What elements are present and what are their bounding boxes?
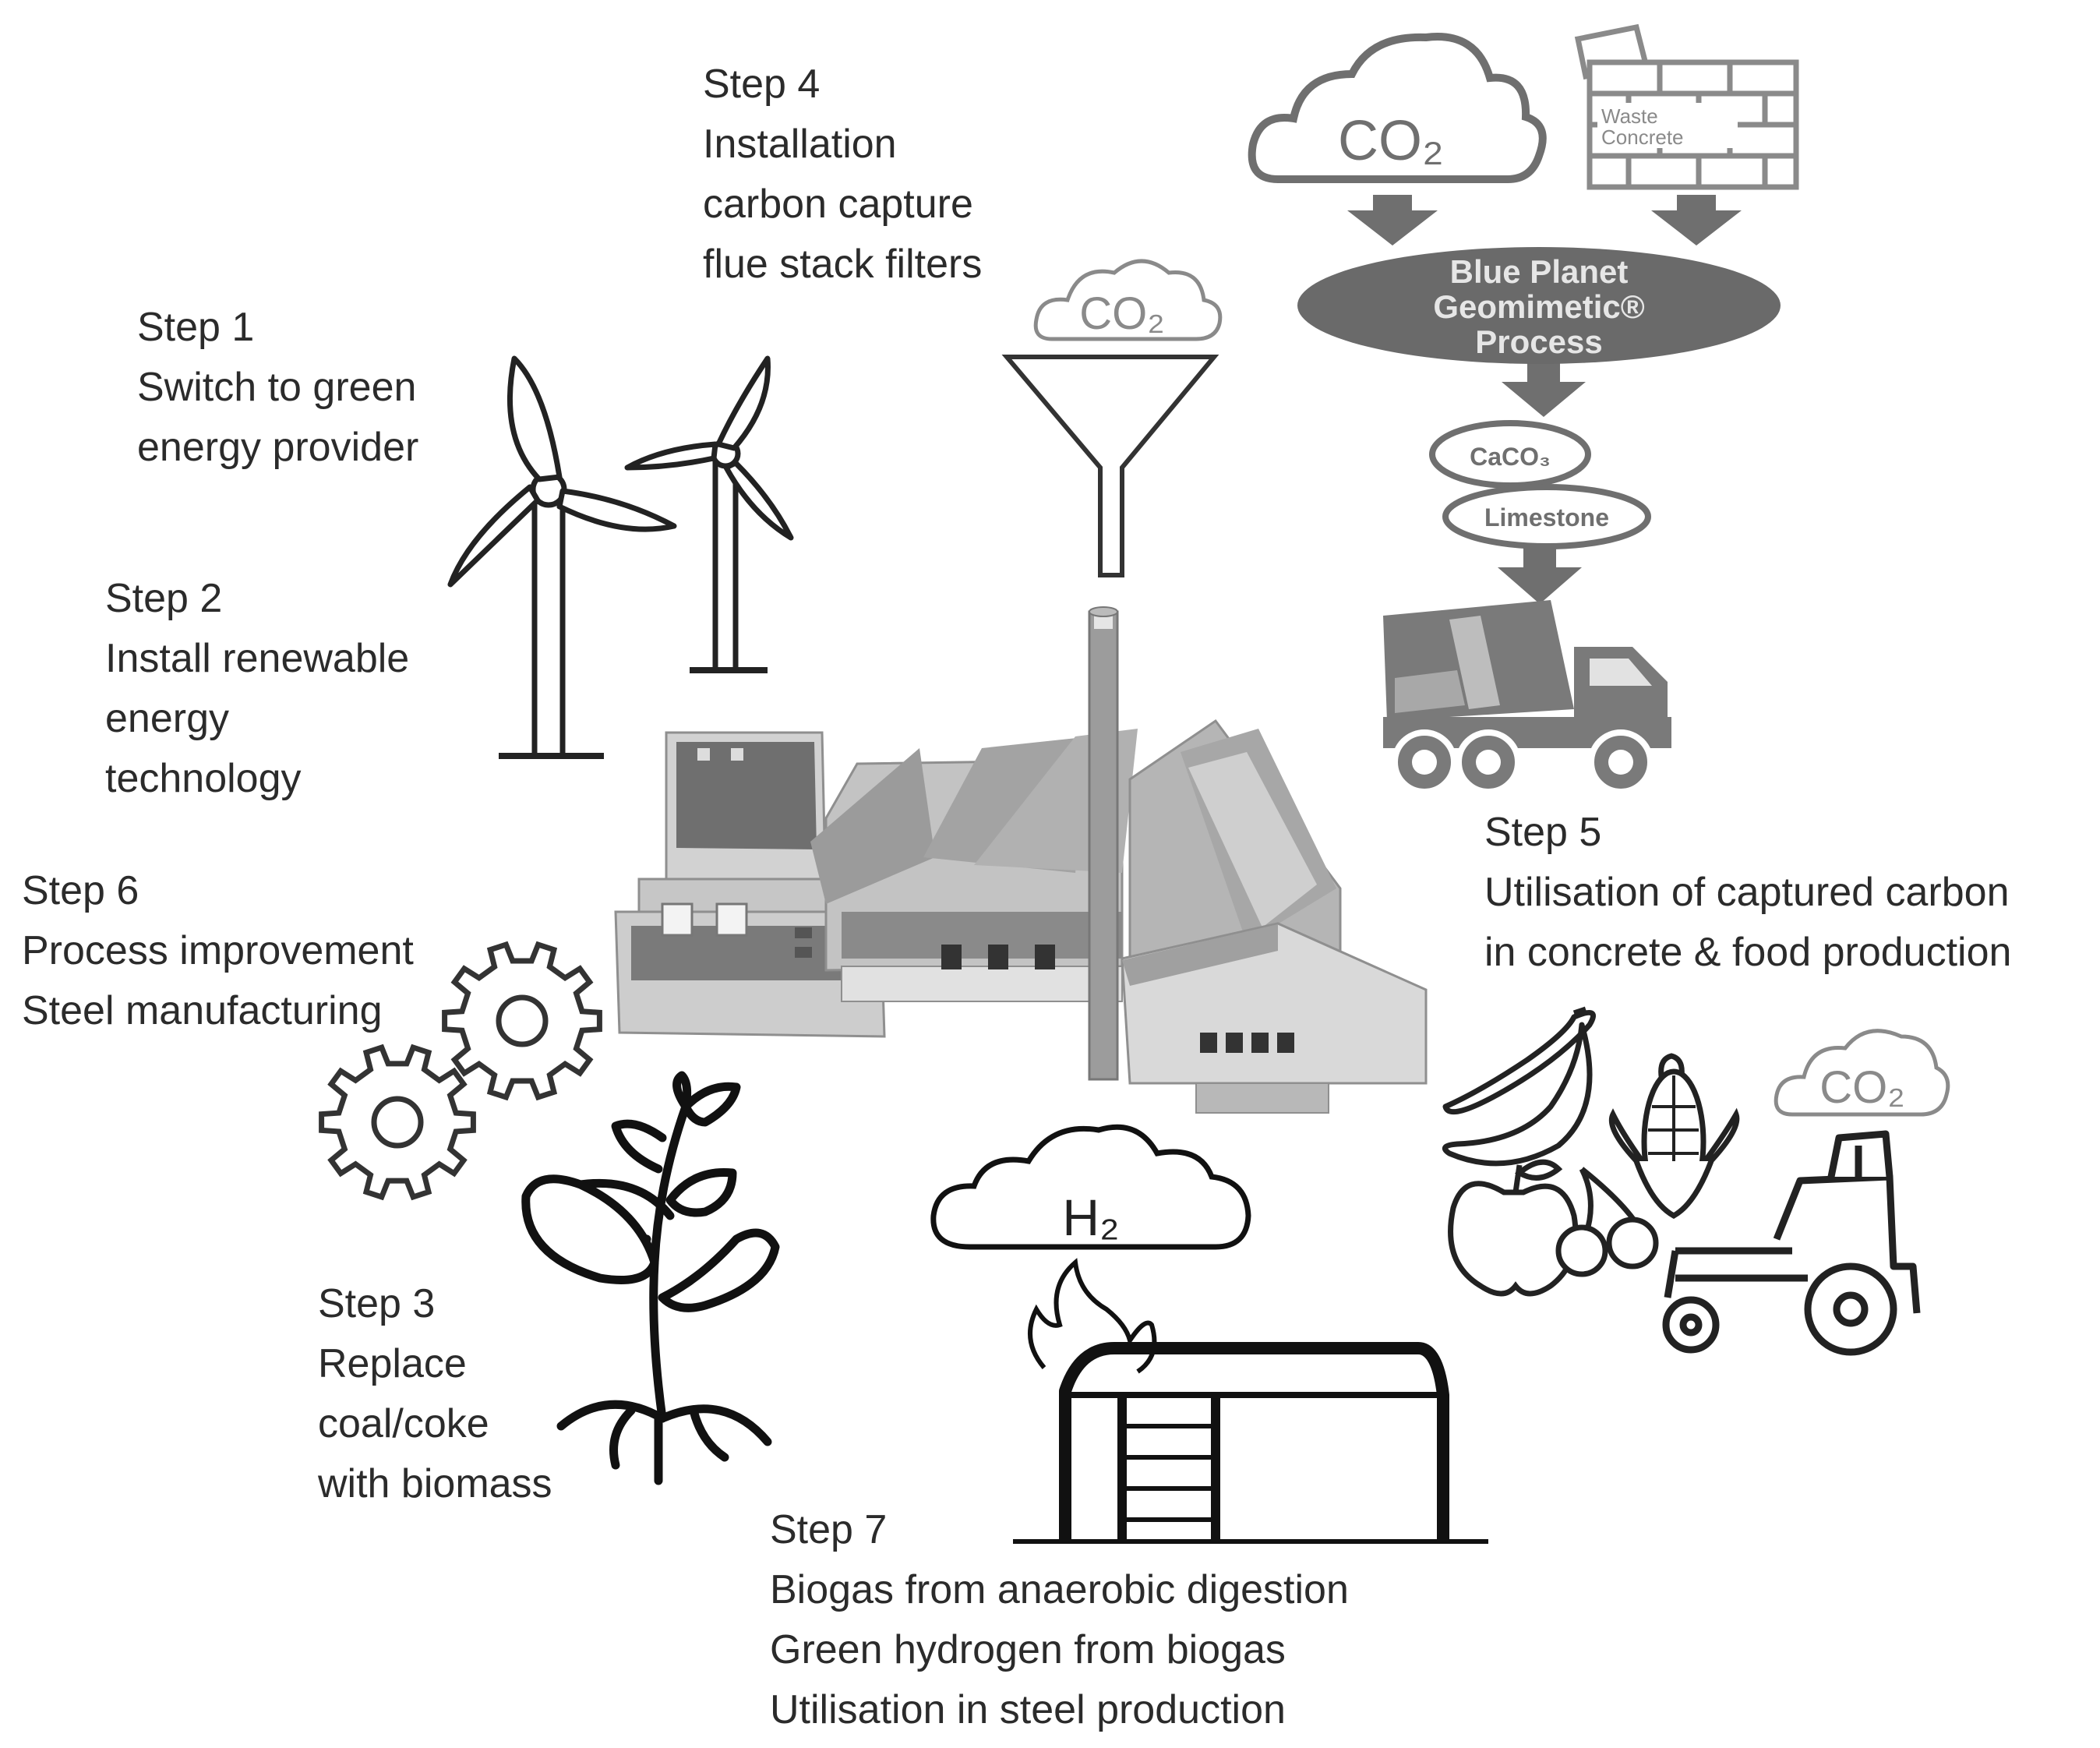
step-4-title: Step 4 [703, 62, 821, 107]
step-6-line: Steel manufacturing [22, 988, 383, 1033]
step-2-title: Step 2 [105, 576, 223, 621]
process-line-1: Blue Planet [1450, 253, 1629, 290]
gear-hole [496, 994, 549, 1047]
step-7-block: Step 7 Biogas from anaerobic digestion G… [770, 1500, 1349, 1740]
apple-icon [1448, 1159, 1579, 1297]
gear-hole [371, 1096, 424, 1149]
step-6-title: Step 6 [22, 868, 139, 913]
step-2-block: Step 2 Install renewable energy technolo… [105, 569, 409, 809]
step-5-line: Utilisation of captured carbon [1484, 870, 2010, 915]
co2-food-cloud-icon: CO₂ [1774, 1029, 1950, 1117]
step-7-line: Biogas from anaerobic digestion [770, 1567, 1349, 1612]
co2-filter-label: CO₂ [1079, 288, 1165, 339]
waste-concrete-wall-icon: Waste Concrete [1574, 23, 1799, 190]
h2-cloud-icon: H₂ [930, 1124, 1251, 1250]
caco3-ellipse: CaCO₃ [1429, 420, 1591, 489]
h2-label: H₂ [1062, 1188, 1119, 1246]
step-4-line: flue stack filters [703, 242, 983, 287]
gear-large-icon [442, 941, 602, 1101]
wind-turbine-large-icon [447, 355, 677, 759]
caco3-label: CaCO₃ [1470, 443, 1551, 471]
step-3-title: Step 3 [318, 1281, 436, 1326]
process-line-3: Process [1475, 323, 1602, 360]
gear-small-icon [319, 1044, 476, 1201]
step-1-line: energy provider [137, 425, 419, 470]
step-2-line: energy [105, 696, 229, 741]
step-5-block: Step 5 Utilisation of captured carbon in… [1484, 803, 2011, 983]
step-4-block: Step 4 Installation carbon capture flue … [703, 55, 982, 295]
step-2-line: Install renewable [105, 636, 410, 681]
step-6-line: Process improvement [22, 928, 414, 973]
biomass-plant-icon [521, 1071, 780, 1485]
step-7-line: Green hydrogen from biogas [770, 1627, 1286, 1672]
concrete-mixer-truck-icon [1383, 600, 1671, 795]
step-5-title: Step 5 [1484, 810, 1602, 855]
step-3-block: Step 3 Replace coal/coke with biomass [318, 1274, 552, 1514]
waste-label: Waste [1601, 104, 1658, 128]
step-3-line: coal/coke [318, 1401, 489, 1446]
bananas-icon [1442, 1006, 1596, 1167]
tractor-icon [1662, 1130, 1921, 1356]
anaerobic-digester-icon [1013, 1342, 1488, 1544]
steel-factory-illustration [614, 606, 1428, 1114]
process-line-2: Geomimetic® [1433, 288, 1644, 325]
step-1-line: Switch to green [137, 365, 417, 410]
step-7-line: Utilisation in steel production [770, 1687, 1286, 1732]
step-2-line: technology [105, 756, 302, 801]
step-3-line: with biomass [318, 1461, 552, 1506]
carbon-capture-funnel-icon [1001, 355, 1219, 577]
step-4-line: Installation [703, 122, 897, 167]
concrete-label: Concrete [1601, 125, 1684, 149]
cherries-icon [1555, 1167, 1659, 1277]
limestone-ellipse: Limestone [1442, 484, 1651, 549]
process-arrows [1347, 195, 1742, 604]
co2-main-label: CO₂ [1338, 110, 1444, 172]
down-arrow-icon [1502, 357, 1586, 417]
down-arrow-icon [1651, 195, 1742, 245]
step-3-line: Replace [318, 1341, 467, 1386]
step-1-block: Step 1 Switch to green energy provider [137, 298, 418, 478]
down-arrow-icon [1347, 195, 1438, 245]
step-7-title: Step 7 [770, 1507, 888, 1552]
co2-food-label: CO₂ [1819, 1062, 1905, 1113]
co2-filter-cloud-icon: CO₂ [1033, 259, 1223, 341]
down-arrow-icon [1498, 546, 1582, 604]
limestone-label: Limestone [1484, 503, 1609, 531]
step-5-line: in concrete & food production [1484, 930, 2012, 975]
step-4-line: carbon capture [703, 182, 973, 227]
geomimetic-process-ellipse: Blue Planet Geomimetic® Process [1297, 247, 1781, 364]
co2-main-cloud-icon: CO₂ [1248, 33, 1547, 183]
corn-icon [1608, 1053, 1740, 1219]
step-1-title: Step 1 [137, 305, 255, 350]
wind-turbine-small-icon [624, 355, 794, 673]
step-6-block: Step 6 Process improvement Steel manufac… [22, 861, 414, 1041]
